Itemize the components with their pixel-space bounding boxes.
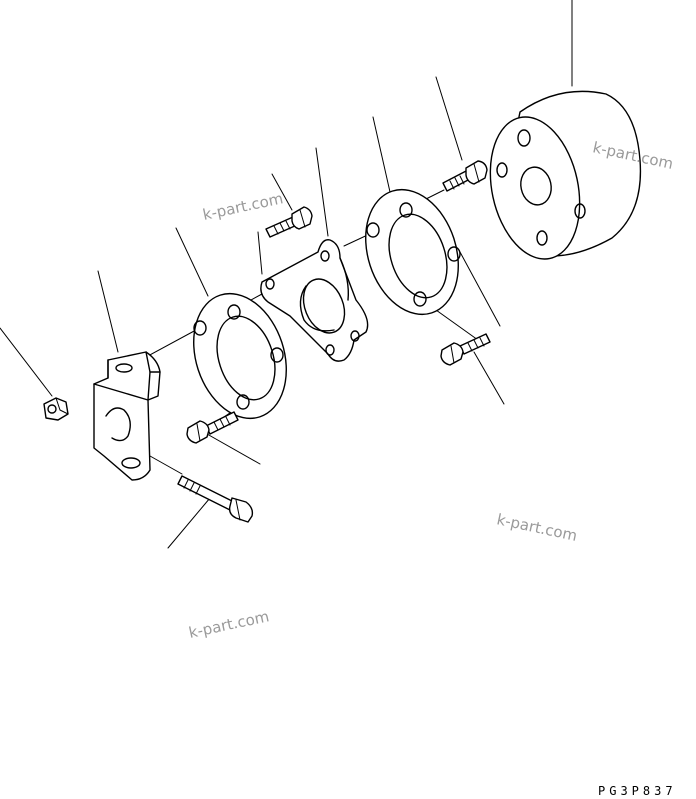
leader-line-bracket: [97, 270, 119, 353]
coupling-hub: [489, 90, 642, 260]
flange: [260, 239, 369, 362]
leader-line-flange: [315, 147, 329, 237]
bracket: [93, 351, 161, 481]
nut: [43, 397, 69, 421]
leader-line-top-bolt: [435, 76, 463, 161]
bolt-right: [440, 333, 491, 366]
bolt-lower: [186, 411, 239, 444]
leader-line-right-plate: [372, 116, 391, 193]
leader-line-small-bolt: [271, 173, 293, 211]
bolt-top: [442, 160, 488, 192]
watermark-text: k-part.com: [187, 607, 271, 642]
watermark-text: k-part.com: [495, 510, 579, 545]
leader-lines: [0, 0, 573, 549]
plate-right: [365, 188, 461, 316]
leader-line-nut: [0, 327, 53, 397]
leader-line-lower-bolt: [199, 429, 261, 465]
long-bolt: [177, 475, 254, 523]
leader-line-left-plate: [175, 227, 209, 297]
leader-line-long-bolt: [167, 497, 211, 549]
leader-line-right-bolt: [473, 351, 505, 405]
watermark-text: k-part.com: [201, 189, 285, 224]
bolt-small: [265, 206, 313, 238]
figure-code: PG3P837: [598, 784, 677, 798]
plate-left: [193, 292, 287, 420]
